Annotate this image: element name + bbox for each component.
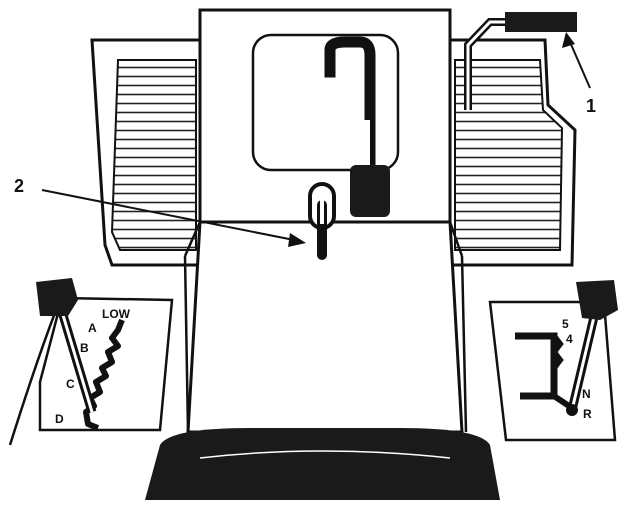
- gear-label-4: 4: [566, 332, 573, 346]
- callout-1: 1: [562, 32, 596, 116]
- right-gear-panel: 5 4 N R: [490, 280, 618, 440]
- callout-1-label: 1: [586, 96, 596, 116]
- gear-label-b: B: [80, 341, 89, 355]
- gear-label-5: 5: [562, 317, 569, 331]
- throttle-knob: [350, 165, 390, 217]
- left-grille: [112, 60, 196, 250]
- throttle-slot: [364, 120, 370, 170]
- gear-label-c: C: [66, 377, 75, 391]
- callout-2-label: 2: [14, 176, 24, 196]
- item-1-handle: [505, 12, 577, 32]
- gear-label-r: R: [583, 407, 592, 421]
- gear-label-n: N: [582, 387, 591, 401]
- right-lever-knob: [576, 280, 618, 320]
- gear-label-low: LOW: [102, 307, 131, 321]
- left-fender: [92, 40, 200, 265]
- gear-label-a: A: [88, 321, 97, 335]
- seat: [145, 428, 500, 500]
- gear-label-d: D: [55, 412, 64, 426]
- left-gear-panel: LOW A B C D: [10, 278, 172, 445]
